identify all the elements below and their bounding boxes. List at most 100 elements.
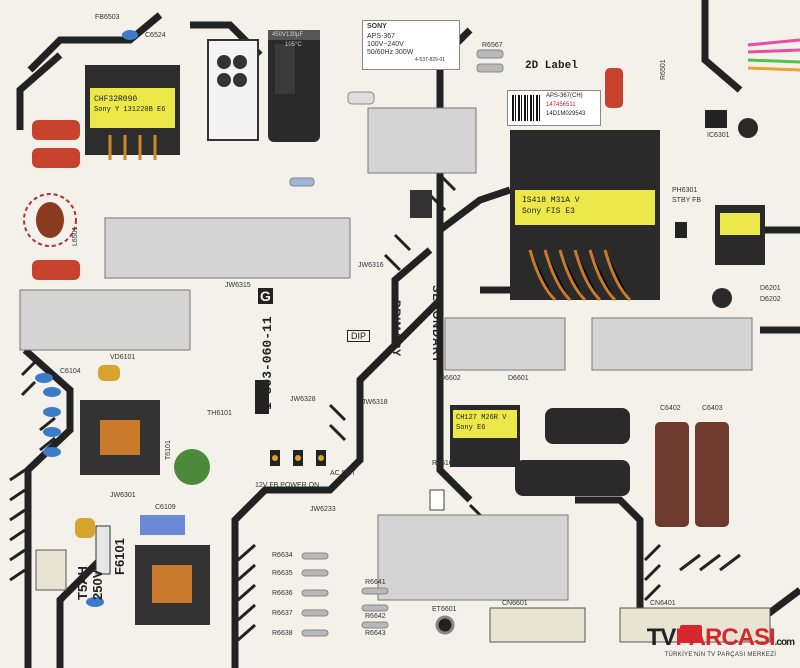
ref-t6101: T6101 (165, 440, 172, 460)
ref-jw6328: JW6328 (290, 396, 316, 403)
ref-jw6233: JW6233 (310, 506, 336, 513)
watermark: TVPARCASI.com TÜRKİYE'NİN TV PARÇASI MER… (646, 624, 795, 658)
ref-c6524: C6524 (145, 32, 166, 39)
fuse (95, 525, 111, 575)
heatsink-pfc (19, 289, 191, 351)
ref-c6402: C6402 (660, 405, 681, 412)
sticker-partno: 4-537-829-01 (415, 57, 446, 63)
small-capacitor (738, 118, 758, 138)
ref-r6638: R6638 (272, 630, 293, 637)
fuse-rating-2: 250V (90, 569, 105, 600)
ref-r6642: R6642 (365, 613, 386, 620)
transformer-left-label-1: CHF32R090 (94, 95, 138, 104)
transformer-main-label-1: IS418 M31A V (522, 196, 580, 205)
electrolytic-capacitor-brown (655, 422, 689, 527)
primary-label: PRIMARY (390, 300, 402, 358)
x-capacitor (140, 515, 185, 535)
cap-rating-2: 105°C (285, 42, 302, 48)
heatsink-secondary-1 (444, 317, 566, 371)
ref-r6643: R6643 (365, 630, 386, 637)
connector-cn6601 (489, 607, 586, 643)
watermark-tv: TV (646, 624, 677, 651)
ref-jw6318: JW6318 (362, 399, 388, 406)
ref-l6501: L6501 (72, 226, 79, 246)
film-capacitor (32, 148, 80, 168)
fuse-rating-1: T5AH (75, 566, 90, 600)
ref-d6202: D6202 (760, 296, 781, 303)
watermark-tld: .com (774, 637, 795, 648)
ref-jw6316: JW6316 (358, 262, 384, 269)
output-capacitor (515, 460, 630, 496)
heatsink-primary (104, 217, 351, 279)
ref-th6101: TH6101 (207, 410, 232, 417)
ref-jw6301: JW6301 (110, 492, 136, 499)
y-capacitors (35, 30, 138, 607)
watermark-brand: TVPARCASI.com (646, 624, 795, 652)
qr-code (512, 95, 540, 121)
film-capacitor (605, 68, 623, 108)
sticker-power: 50/60Hz 300W (367, 49, 414, 56)
board-number: 1-893-060-11 (260, 316, 275, 410)
ref-et6601: ET6601 (432, 606, 457, 613)
hatch-layer (9, 173, 741, 642)
ref-c6104: C6104 (60, 368, 81, 375)
ref-fb6503: FB6503 (95, 14, 120, 21)
heatsink-secondary-2 (591, 317, 753, 371)
ref-d6602: D6602 (440, 375, 461, 382)
ref-r6616: R6616 (432, 460, 453, 467)
ref-r6635: R6635 (272, 570, 293, 577)
ref-cn6601: CN6601 (502, 600, 528, 607)
2d-label-text: 2D Label (525, 60, 578, 72)
ref-r6567: R6567 (482, 42, 503, 49)
toroid-choke (36, 202, 64, 238)
secondary-label: SECONDARY (430, 285, 442, 364)
stby-fb-label: STBY FB (672, 197, 702, 204)
common-mode-choke (410, 190, 432, 218)
rating-sticker: SONY APS-367 100V~240V 50/60Hz 300W 4-53… (362, 20, 460, 70)
sticker-model: APS-367 (367, 33, 396, 40)
output-capacitor (545, 408, 630, 444)
ac-inlet-connector (35, 549, 67, 591)
film-capacitor (32, 260, 80, 280)
ref-c6109: C6109 (155, 504, 176, 511)
electrolytic-capacitor-brown (695, 422, 729, 527)
transformer-mid-label-1: CH127 M26R V (456, 414, 507, 422)
watermark-parcasi: PARCASI (675, 624, 775, 651)
ref-ph6301: PH6301 (672, 187, 698, 194)
fuse-ref: F6101 (112, 538, 127, 575)
ref-c6403: C6403 (702, 405, 723, 412)
dip-mark: DIP (347, 330, 371, 342)
power-on-label: 12V FB POWER ON (255, 482, 320, 489)
sticker-voltage: 100V~240V (367, 41, 404, 48)
transformer-left-label-2: Sony Y 131220B E6 (94, 106, 166, 114)
ref-r6637: R6637 (272, 610, 293, 617)
varistor-2 (75, 518, 95, 538)
transformer-main-label-2: Sony FIS E3 (522, 207, 575, 216)
ic6301 (705, 110, 727, 128)
small-capacitor (712, 288, 732, 308)
film-capacitor (32, 120, 80, 140)
ref-d6601: D6601 (508, 375, 529, 382)
ref-r6641: R6641 (365, 579, 386, 586)
heatsink-output (377, 514, 569, 601)
trace-layer (16, 0, 800, 668)
barcode-date: 14D1M029543 (546, 111, 586, 117)
transformer-mid-label-2: Sony E6 (456, 424, 486, 432)
ref-r6636: R6636 (272, 590, 293, 597)
g-mark: G (258, 288, 273, 304)
thermistor (174, 449, 210, 485)
heatsink-top (367, 107, 477, 174)
ref-cn6401: CN6401 (650, 600, 676, 607)
barcode-serial: 147456511 (546, 102, 576, 108)
watermark-tagline: TÜRKİYE'NİN TV PARÇASI MERKEZİ (664, 652, 777, 658)
ref-r6501: R6501 (660, 59, 667, 80)
barcode-sticker: APS-367(CH) 147456511 14D1M029543 (507, 90, 601, 126)
bulk-cap-housing (207, 39, 259, 141)
ac-det-label: AC DET (330, 470, 356, 477)
cap-rating-1: 450V130µF (272, 32, 304, 38)
optocoupler (255, 380, 269, 414)
ref-vd6101: VD6101 (110, 354, 136, 361)
sticker-brand: SONY (367, 23, 387, 30)
